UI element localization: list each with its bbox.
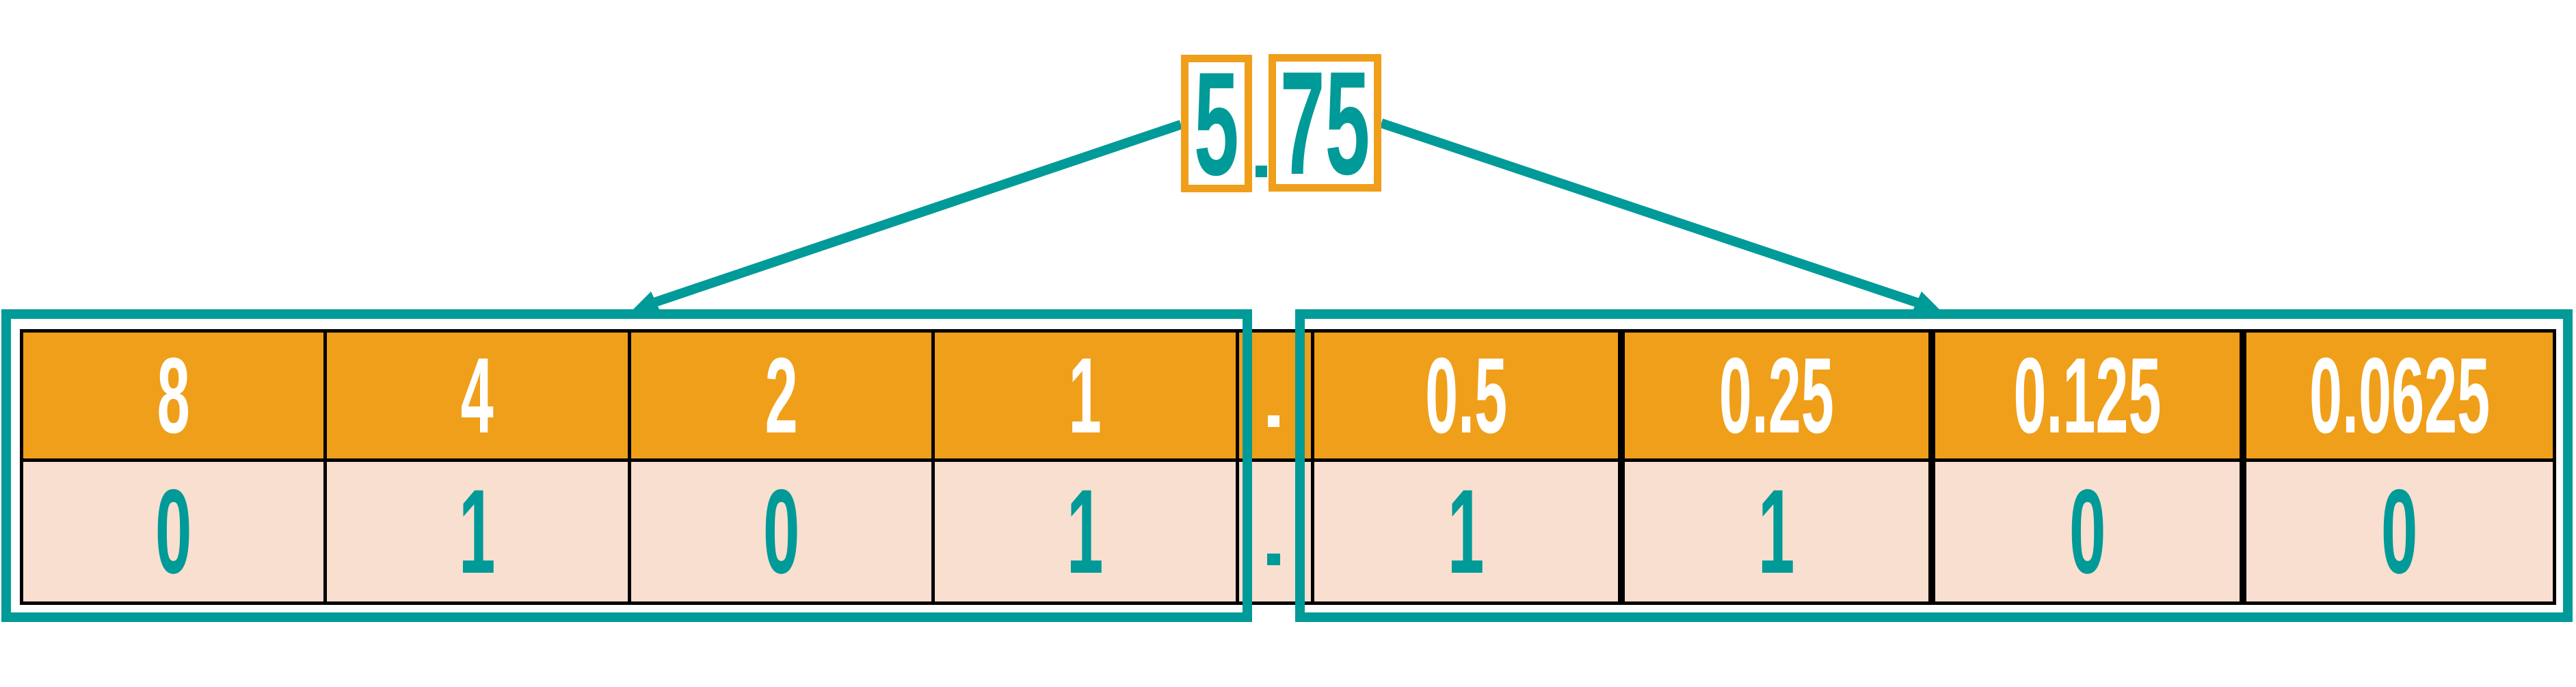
place-value-header-text: 8 bbox=[157, 335, 190, 456]
bit-cell-text: 1 bbox=[1758, 465, 1795, 599]
place-value-header: 8 bbox=[20, 329, 327, 462]
bit-cell: 1 bbox=[323, 458, 631, 605]
place-value-header-text: 0.25 bbox=[1718, 335, 1835, 456]
place-value-header-text: 4 bbox=[460, 335, 494, 456]
bit-cell: 1 bbox=[1311, 458, 1621, 605]
place-value-header-text: 0.0625 bbox=[2309, 335, 2491, 456]
place-value-header: 4 bbox=[323, 329, 631, 462]
bit-cell-text: 0 bbox=[2069, 465, 2106, 599]
bit-cell-text: 1 bbox=[459, 465, 496, 599]
bit-cell-text: 0 bbox=[762, 465, 800, 599]
place-value-header-text: 1 bbox=[1068, 335, 1102, 456]
fraction-group-box bbox=[1295, 309, 2573, 622]
integer-part: 5 bbox=[1181, 41, 1252, 206]
integer-part-box bbox=[1181, 55, 1252, 192]
bit-cell-text: 1 bbox=[1448, 465, 1485, 599]
bit-cell: 0 bbox=[2243, 458, 2556, 605]
place-value-header: 0.0625 bbox=[2243, 329, 2556, 462]
bit-cell: 0 bbox=[1932, 458, 2243, 605]
place-value-header-text: 0.5 bbox=[1424, 335, 1508, 456]
place-value-header: 2 bbox=[628, 329, 935, 462]
arrow-left-line bbox=[644, 120, 1183, 310]
place-value-header: 0.5 bbox=[1311, 329, 1621, 462]
bit-cell-text: 0 bbox=[155, 465, 192, 599]
integer-group-box bbox=[1, 309, 1252, 622]
decimal-point bbox=[1256, 166, 1267, 177]
body-decimal-point bbox=[1267, 554, 1280, 565]
header-decimal-point bbox=[1268, 415, 1279, 427]
arrow-left-head bbox=[629, 291, 661, 313]
bit-cell: 0 bbox=[20, 458, 327, 605]
place-value-header: 0.125 bbox=[1932, 329, 2243, 462]
bit-cell: 1 bbox=[931, 458, 1239, 605]
fraction-part: 75 bbox=[1269, 40, 1381, 205]
place-value-header-text: 2 bbox=[765, 335, 798, 456]
fraction-part-box bbox=[1269, 54, 1381, 192]
bit-cell-text: 0 bbox=[2381, 465, 2418, 599]
bit-cell: 1 bbox=[1621, 458, 1932, 605]
arrow-right-line bbox=[1379, 118, 1927, 310]
bit-cell-text: 1 bbox=[1067, 465, 1104, 599]
place-value-header: 1 bbox=[931, 329, 1239, 462]
fraction-part-text: 75 bbox=[1279, 40, 1370, 205]
integer-part-text: 5 bbox=[1194, 40, 1239, 206]
place-value-header-text: 0.125 bbox=[2013, 335, 2162, 456]
bit-cell: 0 bbox=[628, 458, 935, 605]
arrow-right-head bbox=[1912, 291, 1943, 313]
